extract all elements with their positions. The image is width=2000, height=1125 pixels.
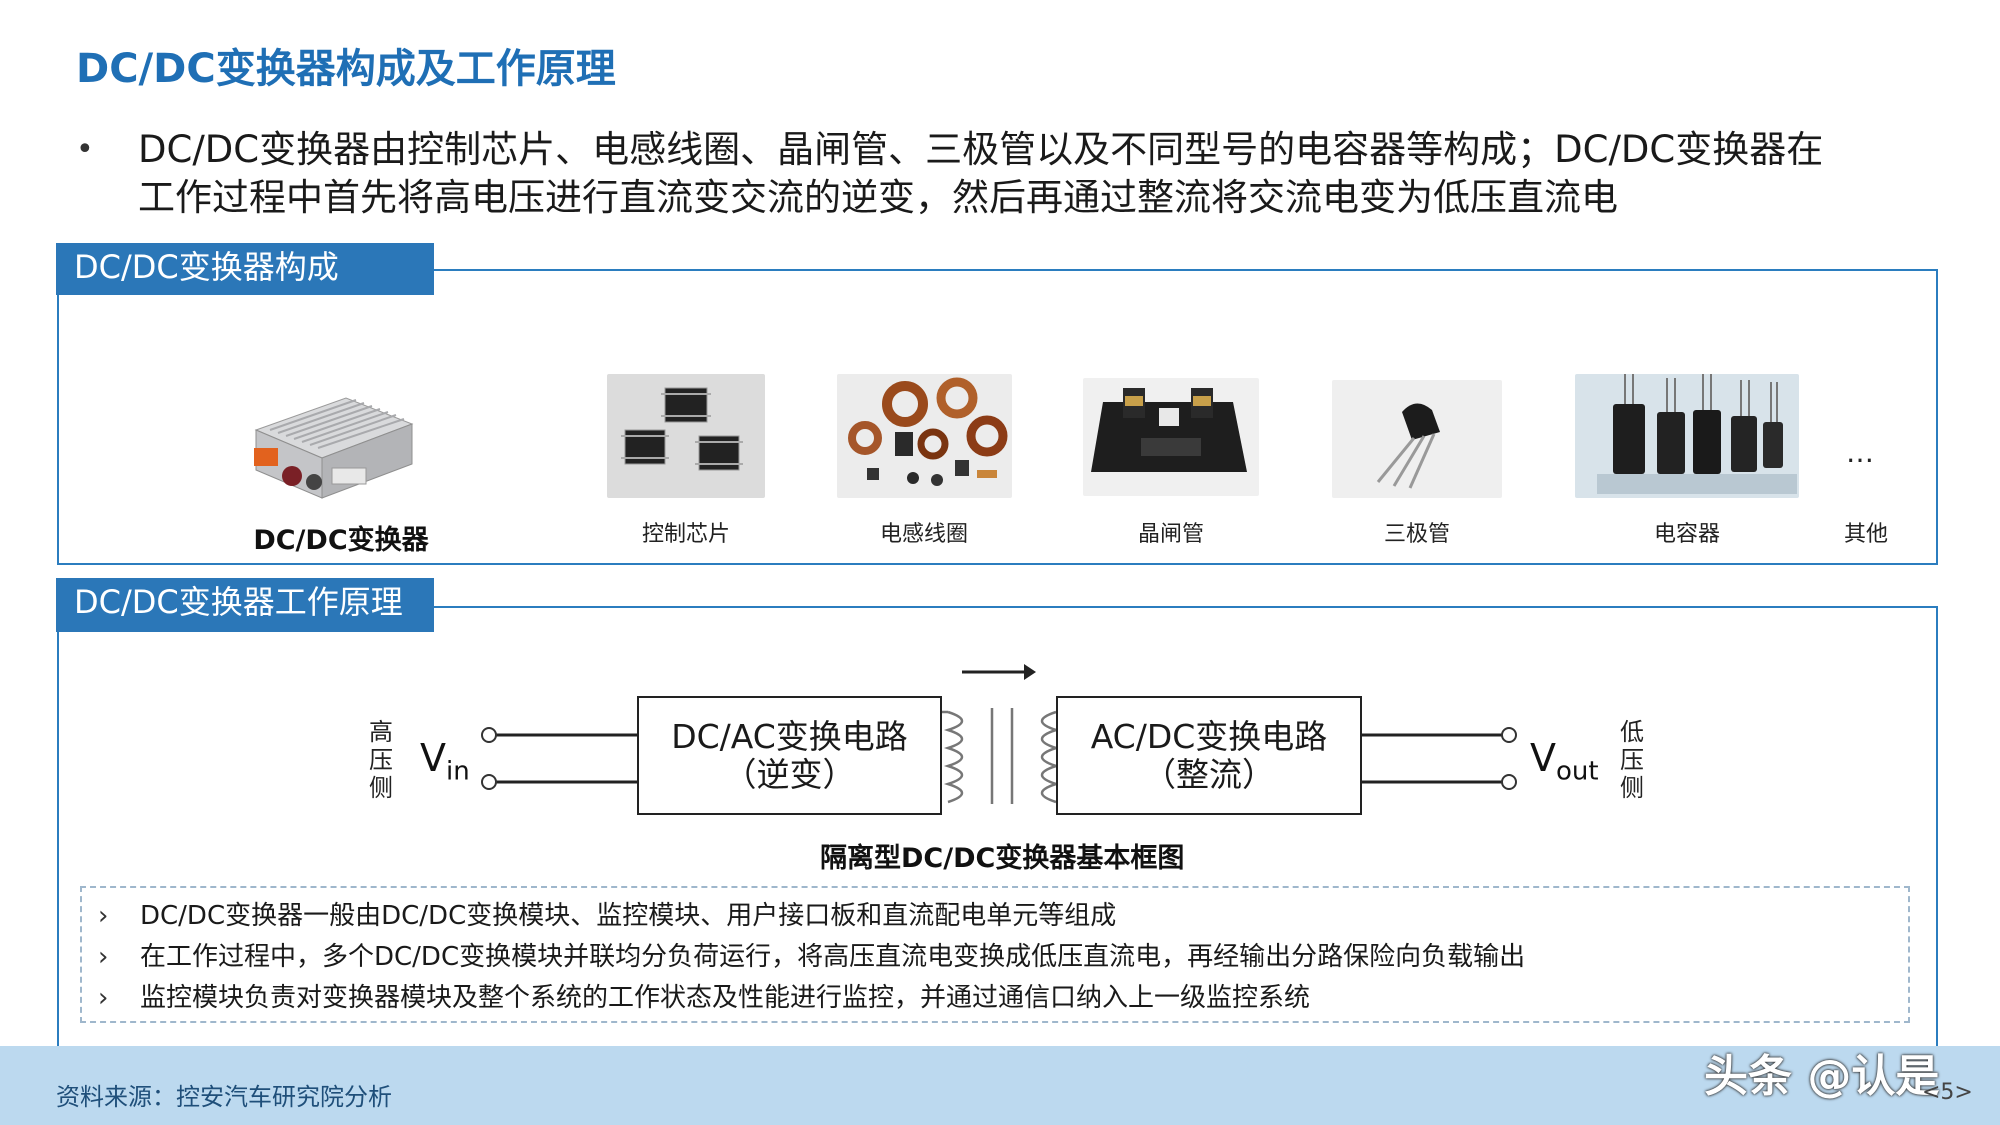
inductor-coil-image [837, 374, 1012, 498]
low-voltage-side-label: 低 压 侧 [1620, 718, 1644, 802]
page-title: DC/DC变换器构成及工作原理 [76, 46, 616, 92]
ac-dc-rectifier-box: AC/DC变换电路 （整流） [1056, 696, 1362, 815]
capacitor-image [1575, 374, 1799, 498]
triode-label: 三极管 [1383, 522, 1450, 547]
footer-bar [0, 1046, 2000, 1125]
dcdc-converter-label: DC/DC变换器 [253, 525, 429, 556]
note-item: ›监控模块负责对变换器模块及整个系统的工作状态及性能进行监控，并通过通信口纳入上… [98, 978, 1908, 1019]
others-ellipsis: … [1846, 436, 1874, 469]
chevron-right-icon: › [98, 983, 109, 1013]
triode-image [1332, 380, 1502, 498]
watermark: 头条 @认是 [1704, 1051, 1940, 1102]
dc-ac-box-title: DC/AC变换电路 [671, 717, 908, 756]
high-voltage-side-label: 高 压 侧 [369, 718, 393, 802]
inductor-coil-label: 电感线圈 [879, 522, 968, 547]
bullet-marker: • [76, 132, 94, 167]
page-number: <5> [1922, 1080, 1973, 1105]
chevron-right-icon: › [98, 901, 109, 931]
principle-tab: DC/DC变换器工作原理 [56, 578, 434, 632]
source-note: 资料来源：控安汽车研究院分析 [56, 1083, 392, 1111]
vout-label: Vout [1530, 736, 1599, 787]
intro-bullet: DC/DC变换器由控制芯片、电感线圈、晶闸管、三极管以及不同型号的电容器等构成；… [138, 126, 1938, 222]
diagram-caption: 隔离型DC/DC变换器基本框图 [820, 843, 1185, 874]
thyristor-image [1083, 378, 1259, 496]
intro-line-1: DC/DC变换器由控制芯片、电感线圈、晶闸管、三极管以及不同型号的电容器等构成；… [138, 128, 1824, 171]
dcdc-converter-image [236, 380, 426, 514]
intro-line-2: 工作过程中首先将高电压进行直流变交流的逆变，然后再通过整流将交流电变为低压直流电 [138, 176, 1618, 219]
note-item: ›在工作过程中，多个DC/DC变换模块并联均分负荷运行，将高压直流电变换成低压直… [98, 937, 1908, 978]
composition-tab: DC/DC变换器构成 [56, 243, 434, 295]
control-chip-label: 控制芯片 [641, 522, 730, 547]
others-label: 其他 [1843, 522, 1888, 547]
dc-ac-box-subtitle: （逆变） [723, 755, 856, 794]
ac-dc-box-subtitle: （整流） [1143, 755, 1275, 794]
note-item: ›DC/DC变换器一般由DC/DC变换模块、监控模块、用户接口板和直流配电单元等… [98, 896, 1908, 937]
principle-panel [57, 606, 1938, 1048]
notes-box: ›DC/DC变换器一般由DC/DC变换模块、监控模块、用户接口板和直流配电单元等… [80, 886, 1910, 1023]
vin-label: Vin [420, 736, 470, 787]
control-chip-image [607, 374, 765, 498]
ac-dc-box-title: AC/DC变换电路 [1090, 717, 1328, 756]
thyristor-label: 晶闸管 [1137, 522, 1204, 547]
chevron-right-icon: › [98, 942, 109, 972]
capacitor-label: 电容器 [1653, 522, 1720, 547]
dc-ac-inverter-box: DC/AC变换电路 （逆变） [637, 696, 942, 815]
